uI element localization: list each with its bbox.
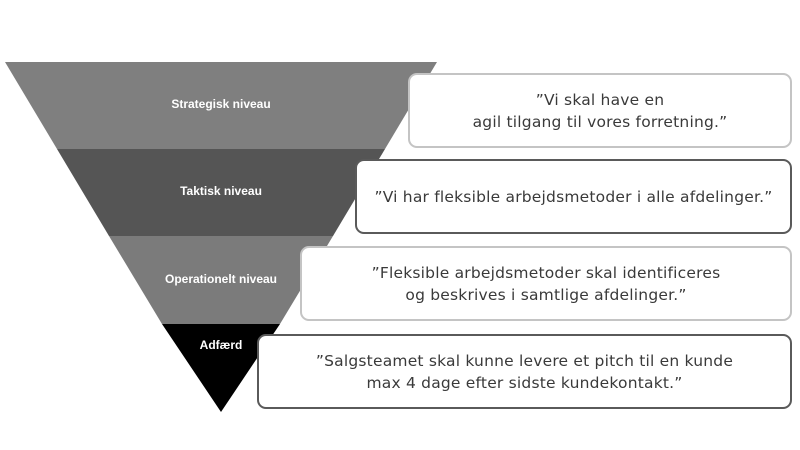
pyramid-level-behavior bbox=[162, 324, 280, 412]
level-label-operational: Operationelt niveau bbox=[164, 272, 278, 286]
quote-box-tactical: ”Vi har fleksible arbejdsmetoder i alle … bbox=[355, 159, 792, 234]
quote-box-strategic: ”Vi skal have en agil tilgang til vores … bbox=[408, 73, 792, 148]
quote-line: ”Fleksible arbejdsmetoder skal identific… bbox=[371, 263, 721, 282]
pyramid-level-strategic bbox=[5, 62, 437, 149]
level-label-behavior: Adfærd bbox=[199, 338, 243, 352]
quote-box-behavior: ”Salgsteamet skal kunne levere et pitch … bbox=[257, 334, 792, 409]
quote-box-operational: ”Fleksible arbejdsmetoder skal identific… bbox=[300, 246, 792, 321]
level-label-tactical: Taktisk niveau bbox=[180, 184, 262, 198]
quote-line: agil tilgang til vores forretning.” bbox=[472, 112, 728, 131]
level-label-strategic: Strategisk niveau bbox=[171, 97, 271, 111]
quote-line: ”Vi skal have en bbox=[535, 90, 665, 109]
pyramid-level-tactical bbox=[57, 149, 385, 236]
quote-line: max 4 dage efter sidste kundekontakt.” bbox=[366, 373, 683, 392]
quote-line: ”Vi har fleksible arbejdsmetoder i alle … bbox=[374, 187, 773, 206]
quote-line: og beskrives i samtlige afdelinger.” bbox=[405, 285, 687, 304]
quote-line: ”Salgsteamet skal kunne levere et pitch … bbox=[315, 351, 734, 370]
pyramid-level-operational bbox=[109, 236, 333, 324]
